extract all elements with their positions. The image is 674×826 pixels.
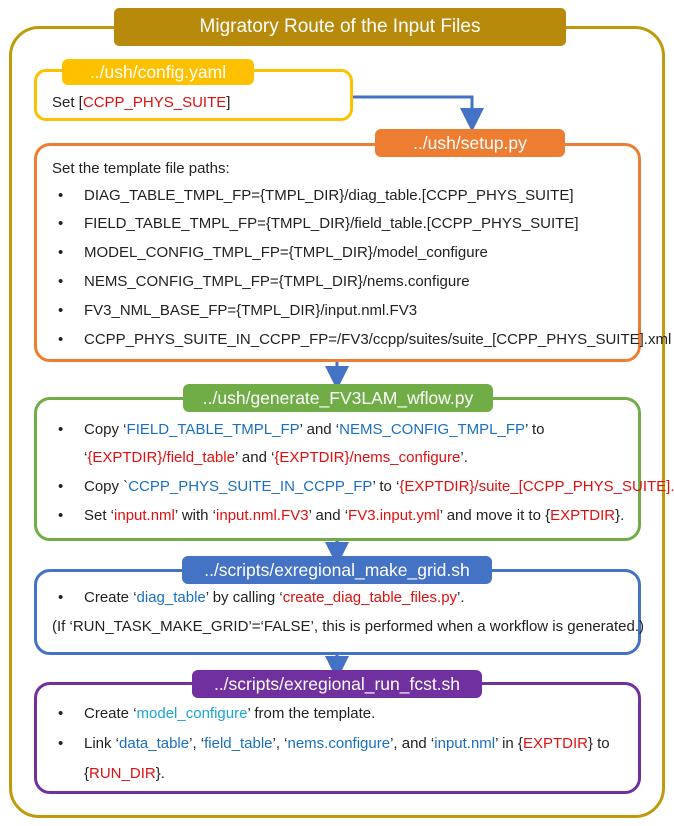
setup-item: •NEMS_CONFIG_TMPL_FP={TMPL_DIR}/nems.con… bbox=[58, 273, 470, 290]
grid-line-2: (If ‘RUN_TASK_MAKE_GRID’=‘FALSE’, this i… bbox=[52, 618, 645, 635]
config-prefix: Set [ bbox=[52, 94, 83, 111]
fcst-line-3: {RUN_DIR}. bbox=[84, 765, 165, 782]
setup-item: •FV3_NML_BASE_FP={TMPL_DIR}/input.nml.FV… bbox=[58, 302, 418, 319]
setup-item: •FIELD_TABLE_TMPL_FP={TMPL_DIR}/field_ta… bbox=[58, 215, 579, 232]
setup-item: •MODEL_CONFIG_TMPL_FP={TMPL_DIR}/model_c… bbox=[58, 244, 488, 261]
wflow-line-1: •Copy ‘FIELD_TABLE_TMPL_FP’ and ‘NEMS_CO… bbox=[58, 421, 545, 438]
wflow-line-3: •Copy `CCPP_PHYS_SUITE_IN_CCPP_FP’ to ‘{… bbox=[58, 478, 674, 495]
fcst-box bbox=[34, 682, 641, 794]
wflow-header: ../ush/generate_FV3LAM_wflow.py bbox=[183, 384, 493, 412]
config-header: ../ush/config.yaml bbox=[62, 59, 254, 85]
grid-line-1: •Create ‘diag_table’ by calling ‘create_… bbox=[58, 589, 465, 606]
wflow-box bbox=[34, 397, 641, 541]
diagram-title: Migratory Route of the Input Files bbox=[114, 8, 566, 46]
fcst-line-1: •Create ‘model_configure’ from the templ… bbox=[58, 705, 376, 722]
config-suffix: ] bbox=[226, 94, 231, 111]
config-var: CCPP_PHYS_SUITE bbox=[82, 94, 227, 111]
setup-item: •DIAG_TABLE_TMPL_FP={TMPL_DIR}/diag_tabl… bbox=[58, 187, 574, 204]
arrow-config-to-setup bbox=[352, 95, 484, 132]
setup-item: •CCPP_PHYS_SUITE_IN_CCPP_FP=/FV3/ccpp/su… bbox=[58, 331, 672, 348]
wflow-line-4: •Set ‘input.nml’ with ‘input.nml.FV3’ an… bbox=[58, 507, 625, 524]
setup-header: ../ush/setup.py bbox=[375, 129, 565, 157]
wflow-line-2: ‘{EXPTDIR}/field_table’ and ‘{EXPTDIR}/n… bbox=[84, 449, 468, 466]
fcst-line-2: •Link ‘data_table’, ‘field_table’, ‘nems… bbox=[58, 735, 610, 752]
config-line: Set [CCPP_PHYS_SUITE] bbox=[52, 93, 230, 113]
grid-header: ../scripts/exregional_make_grid.sh bbox=[182, 556, 492, 584]
setup-intro: Set the template file paths: bbox=[52, 160, 230, 177]
setup-box bbox=[34, 143, 641, 362]
fcst-header: ../scripts/exregional_run_fcst.sh bbox=[192, 670, 482, 698]
